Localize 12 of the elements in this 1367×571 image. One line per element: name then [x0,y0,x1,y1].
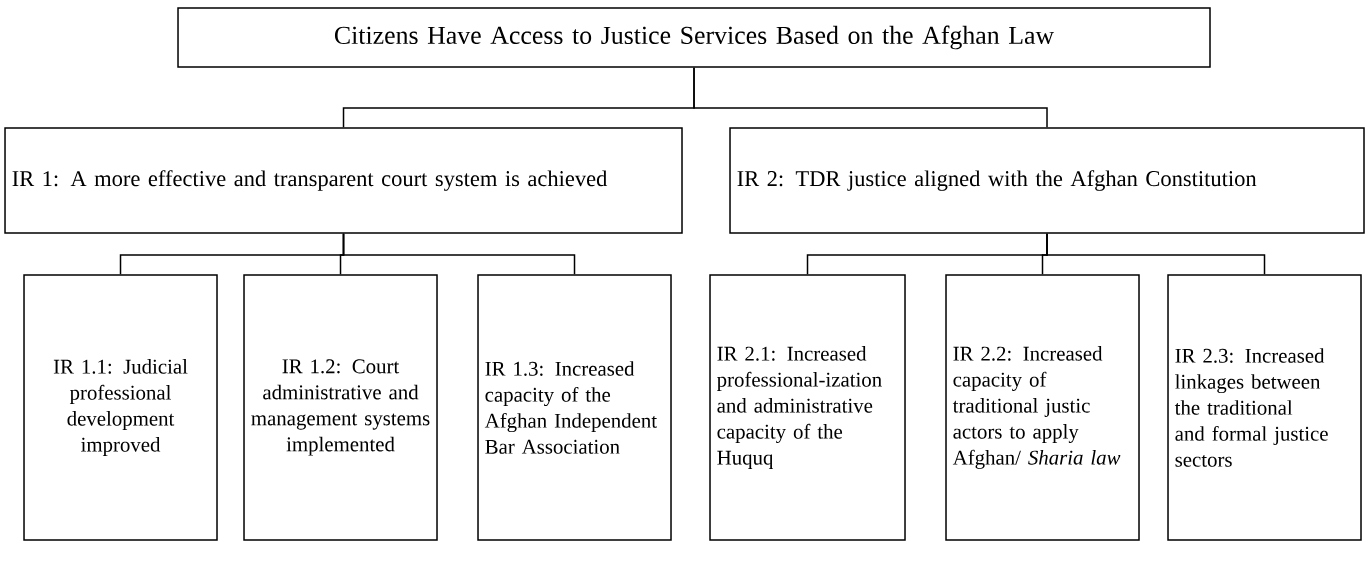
sub-result-box: IR 1.1: Judicial professional development improved [23,274,218,541]
sub-result-box: IR 2.1: Increased professional-ization and administrative capacity of the Huquq [709,274,906,541]
connector [342,233,576,275]
result-box: IR 1: A more effective and transparent court system is achieved [4,127,683,234]
sub-result-box: IR 1.2: Court administrative and management systems implemented [243,274,438,541]
result-box: IR 2: TDR justice aligned with the Afghan Constitution [729,127,1365,234]
connector [1046,233,1266,275]
sub-result-box: IR 1.3: Increased capacity of the Afghan Independent Bar Association [477,274,672,541]
title-box: Citizens Have Access to Justice Services Based on the Afghan Law [177,7,1211,68]
connector [693,67,1048,128]
sub-result-box: IR 2.3: Increased linkages between the traditional and formal justice sectors [1167,274,1362,541]
sub-result-box: IR 2.2: Increased capacity of traditional justic actors to apply Afghan/ Sharia law [945,274,1140,541]
